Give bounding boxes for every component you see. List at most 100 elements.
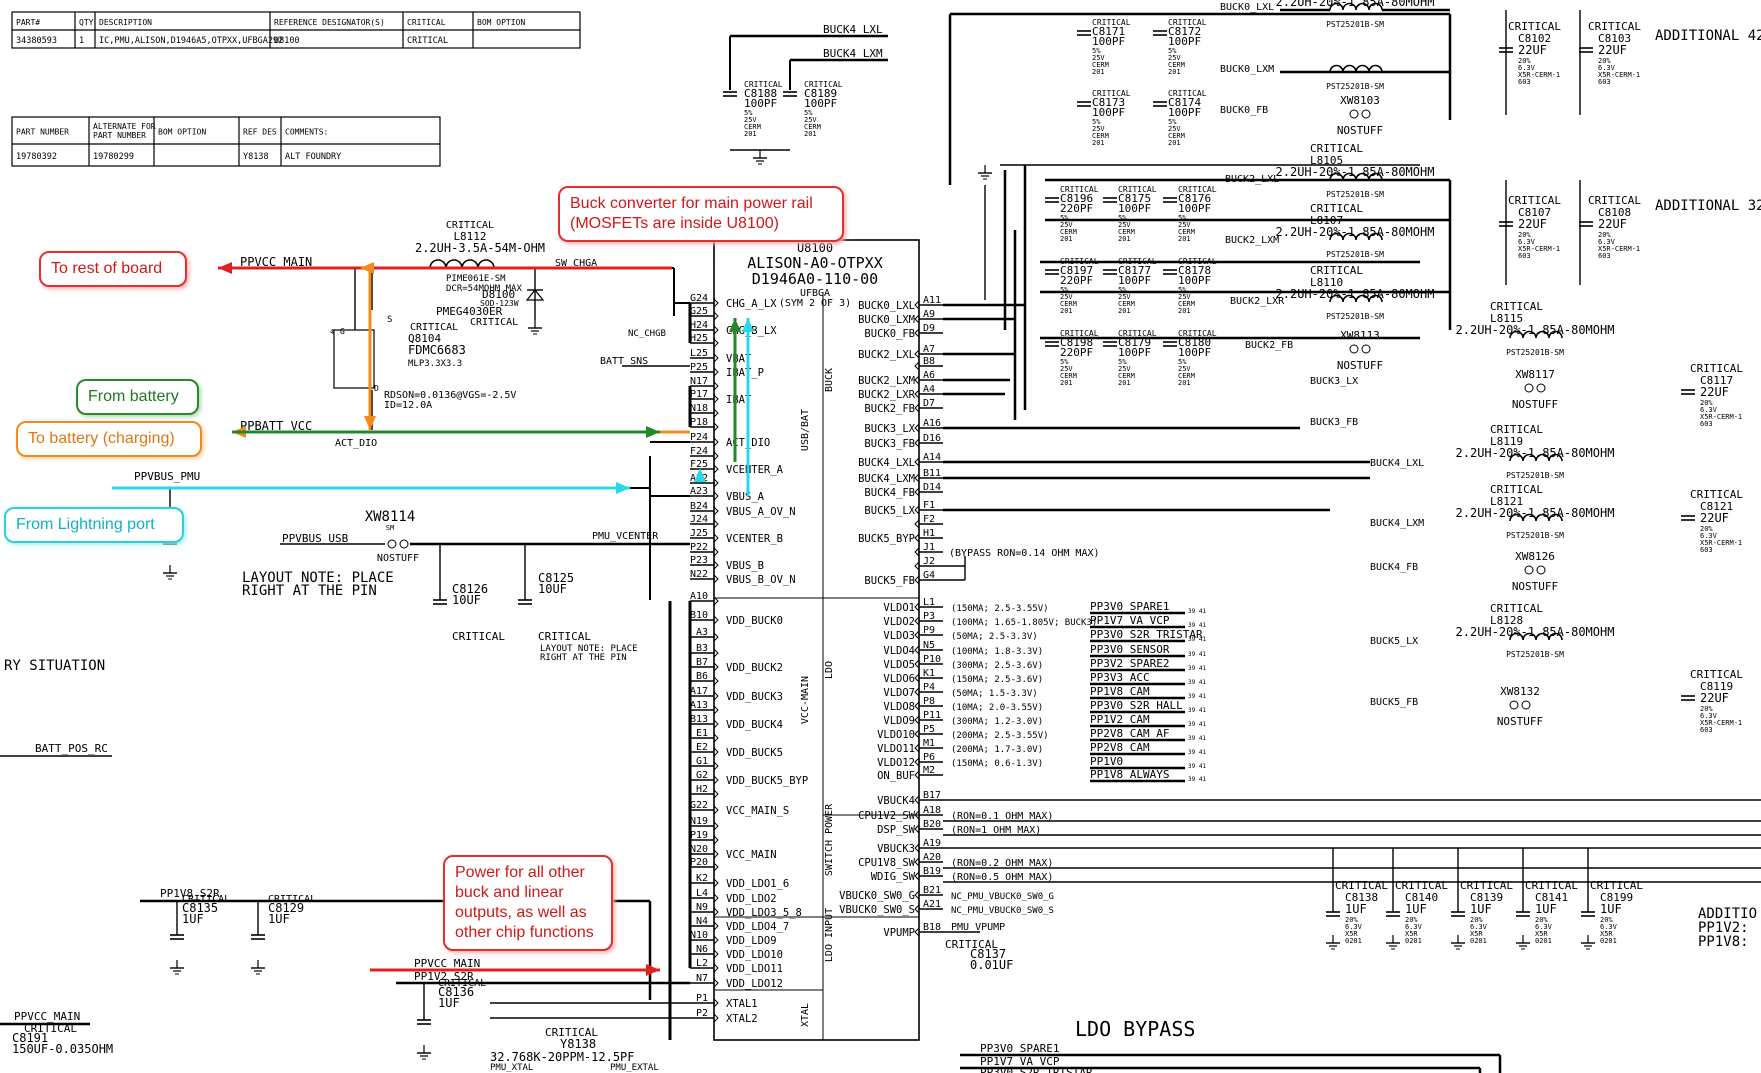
cap-volt: 25V — [1060, 365, 1073, 373]
pin-name: BUCK4_FB — [864, 487, 915, 499]
net-buck-output: BUCK5_FB — [1370, 697, 1418, 708]
table-header: PART NUMBER — [16, 128, 69, 137]
pin-ball: D9 — [923, 323, 935, 334]
net-ppvbus-pmu: PPVBUS_PMU — [134, 470, 200, 483]
pin-name: VBUS_A — [726, 491, 765, 503]
inductor-value: 2.2UH-20%-1.85A-80MOHM — [1276, 165, 1435, 179]
cap-pkg: 201 — [804, 130, 817, 138]
pin-ball: L4 — [696, 888, 708, 899]
pin-ball: D7 — [923, 398, 935, 409]
cap-ref: C8176 — [1178, 192, 1211, 205]
inductor-ref: L8110 — [1310, 276, 1343, 289]
cap-ref: C8121 — [1700, 500, 1733, 513]
title-ldo-bypass: LDO BYPASS — [1075, 1017, 1195, 1041]
page-ref: 39 41 — [1188, 608, 1206, 615]
pin-name: BUCK5_BYP — [858, 533, 915, 545]
cap-diel: CERM — [804, 123, 821, 131]
l8112-critical: CRITICAL — [446, 220, 494, 231]
inductor-pkg: PST25201B-SM — [1326, 250, 1384, 259]
pin-ball: B17 — [923, 790, 941, 801]
pin: 4 — [330, 328, 334, 336]
pin-ball: A3 — [696, 627, 708, 638]
net-pmu-extal: PMU_EXTAL — [610, 1063, 659, 1073]
cap-volt: 6.3V — [1700, 532, 1718, 540]
cap-volt: 6.3V — [1598, 238, 1616, 246]
pin-name: VLDO9 — [883, 715, 915, 727]
cap-pkg: 201 — [1118, 379, 1131, 387]
pin-ball: B21 — [923, 885, 941, 896]
title-additional-2: ADDITIONAL 32UF (NO DE — [1655, 198, 1761, 214]
inductor-value: 2.2UH-20%-1.85A-80MOHM — [1456, 625, 1615, 639]
layout-note-small: LAYOUT NOTE: PLACE — [540, 644, 638, 654]
net-ppvbus-usb: PPVBUS_USB — [282, 532, 349, 545]
pin-ball: B6 — [696, 671, 708, 682]
page-ref: 39 41 — [1188, 693, 1206, 700]
annotation-rest-of-board: To rest of board — [39, 251, 187, 287]
cap-volt: 25V — [1168, 54, 1181, 62]
cap-tol: 5% — [1060, 358, 1069, 366]
ldo-rail-net: PP1V8_CAM — [1090, 685, 1150, 698]
ldo-spec: (10MA; 2.0-3.55V) — [951, 703, 1043, 713]
cap-critical: CRITICAL — [1588, 194, 1641, 207]
cap-volt: 6.3V — [1405, 923, 1423, 931]
cap-value: 100PF — [1168, 35, 1201, 48]
pin-ball: L1 — [923, 597, 935, 608]
switch-nc: NC_PMU_VBUCK0_SW0_G — [951, 892, 1054, 902]
pin-ball: E1 — [696, 728, 708, 739]
layout-note: RIGHT AT THE PIN — [242, 583, 377, 599]
pin-ball: K1 — [923, 668, 935, 679]
xw-nostuff: NOSTUFF — [1337, 124, 1383, 137]
pin-ball: P20 — [690, 857, 708, 868]
pin-ball: B7 — [696, 657, 708, 668]
net-buck-output: BUCK4_LXM — [1370, 518, 1424, 529]
inductor-critical: CRITICAL — [1310, 142, 1363, 155]
pin-name: VCENTER_B — [726, 533, 783, 545]
cap-tol: 20% — [1518, 57, 1531, 65]
pin-ball: N17 — [690, 376, 708, 387]
pin-ball: A4 — [923, 384, 935, 395]
cap-critical: CRITICAL — [1168, 18, 1207, 27]
net-buck-output: BUCK3_LX — [1310, 376, 1358, 387]
pin-ball: J2 — [923, 556, 935, 567]
inductor-critical: CRITICAL — [1490, 602, 1543, 615]
net-buck-output: BUCK0_FB — [1220, 105, 1268, 116]
cap-diel: CERM — [1060, 300, 1077, 308]
cap-volt: 6.3V — [1598, 64, 1616, 72]
xw-ref: XW8132 — [1500, 685, 1540, 698]
ldo-rail-net: PP3V0_S2R_TRISTAR — [1090, 628, 1203, 641]
cap-value: 220PF — [1060, 274, 1093, 287]
pin-name: VDD_BUCK5_BYP — [726, 775, 808, 787]
ldo-spec: (150MA; 0.6-1.3V) — [951, 759, 1043, 769]
cap-diel: X5R-CERM-1 — [1700, 413, 1742, 421]
pin-ball: P9 — [923, 625, 935, 636]
page-ref: 39 41 — [1188, 721, 1206, 728]
net-buck4-lxl: BUCK4_LXL — [823, 23, 883, 36]
cap-tol: 5% — [1178, 214, 1187, 222]
pin-name: VBAT — [726, 353, 752, 365]
pin-ball: A9 — [923, 309, 935, 320]
pin-name: VDD_BUCK5 — [726, 747, 783, 759]
cap-critical: CRITICAL — [1178, 329, 1217, 338]
pin-ball: P11 — [923, 710, 941, 721]
inductor-ref: L8128 — [1490, 614, 1523, 627]
inductor-value: 2.2UH-20%-1.85A-80MOHM — [1456, 506, 1615, 520]
pin-ball: P19 — [690, 830, 708, 841]
cap-critical: CRITICAL — [1690, 668, 1743, 681]
switch-note: (RON=0.5 OHM MAX) — [951, 872, 1053, 883]
inductor-pkg: PST25201B-SM — [1506, 348, 1564, 357]
pin-name: VBUCK0_SW0_G — [839, 890, 915, 902]
ldo-rail-net: PP3V0_SPARE1 — [1090, 600, 1169, 613]
table-cell: 1 — [79, 36, 84, 46]
pin-ball: H24 — [690, 320, 708, 331]
cap-ref: C8103 — [1598, 32, 1631, 45]
table-header: ALTERNATE FOR — [93, 122, 156, 131]
cap-diel: X5R — [1535, 930, 1548, 938]
table-header: REFERENCE DESIGNATOR(S) — [274, 18, 385, 27]
cap-volt: 6.3V — [1535, 923, 1553, 931]
pin-ball: P8 — [923, 696, 935, 707]
pin-name: VLDO4 — [883, 645, 915, 657]
pin-ball: G4 — [923, 570, 935, 581]
pin-ball: M2 — [923, 765, 935, 776]
ldo-spec: (300MA; 1.2-3.0V) — [951, 717, 1043, 727]
pin-name: IBAT_P — [726, 367, 764, 379]
